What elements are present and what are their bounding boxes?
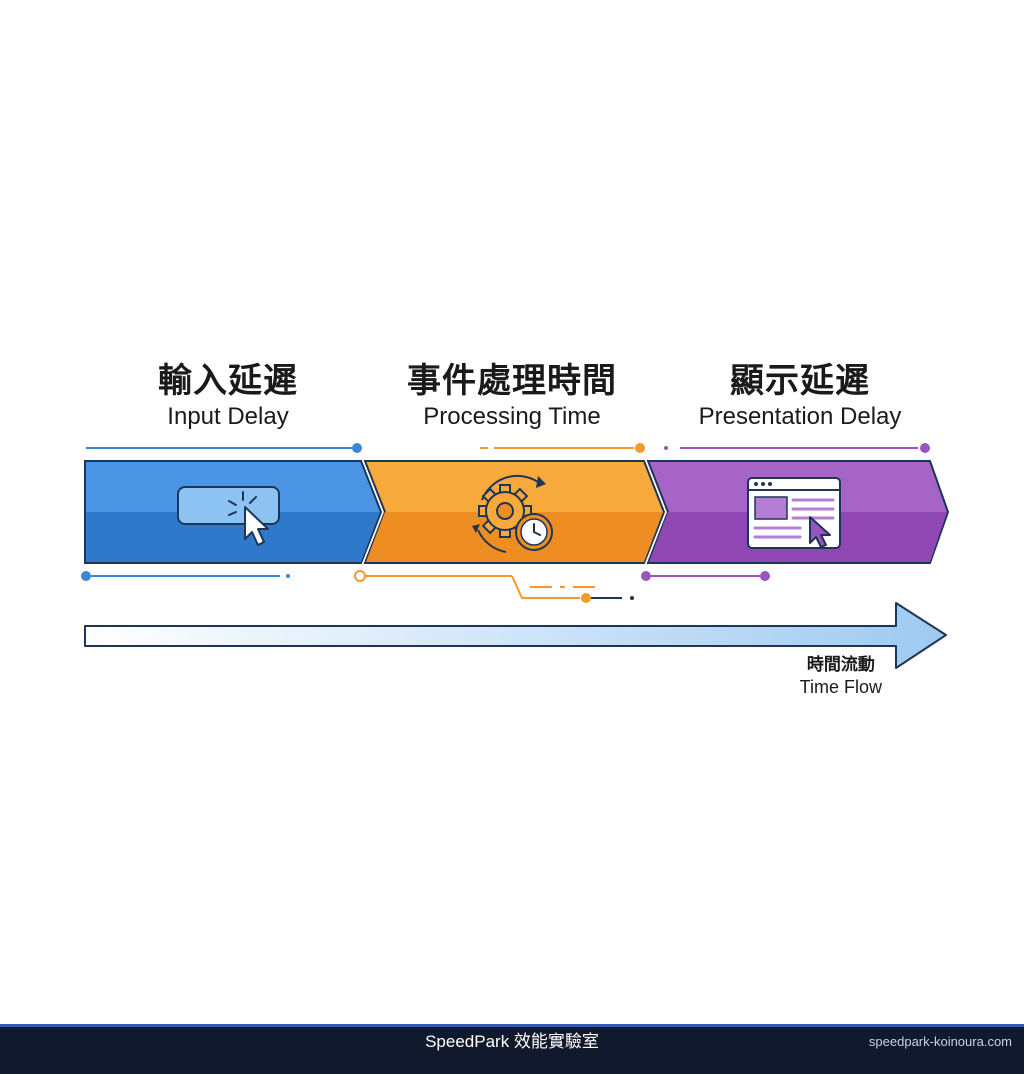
bottom-connectors [81, 570, 770, 603]
time-flow-label-zh: 時間流動 [806, 655, 875, 675]
gear-clock-icon [472, 474, 553, 553]
time-flow-label: 時間流動 Time Flow [800, 654, 882, 699]
stage-title-zh: 事件處理時間 [407, 361, 617, 401]
stage-title-processing-time: 事件處理時間 Processing Time [372, 361, 652, 431]
footer-site-link[interactable]: speedpark-koinoura.com [868, 1034, 1012, 1049]
stage-title-en: Processing Time [423, 403, 601, 431]
stage-title-zh: 顯示延遲 [730, 361, 870, 401]
stage-title-zh: 輸入延遲 [158, 361, 298, 401]
browser-window-icon [747, 477, 841, 549]
stage-title-presentation-delay: 顯示延遲 Presentation Delay [660, 361, 940, 431]
top-connectors [86, 443, 930, 453]
stage-title-en: Presentation Delay [698, 403, 902, 431]
time-flow-label-en: Time Flow [799, 677, 882, 698]
stage-title-en: Input Delay [167, 403, 289, 431]
button-click-icon [177, 486, 280, 546]
stage-title-input-delay: 輸入延遲 Input Delay [100, 361, 356, 431]
diagram: 輸入延遲 Input Delay 事件處理時間 Processing Time … [81, 361, 950, 699]
diagram-canvas [81, 443, 950, 669]
time-flow-arrow [84, 602, 947, 669]
footer-bar: SpeedPark 效能實驗室 speedpark-koinoura.com [0, 1024, 1024, 1074]
footer-brand: SpeedPark 效能實驗室 [425, 1032, 599, 1051]
